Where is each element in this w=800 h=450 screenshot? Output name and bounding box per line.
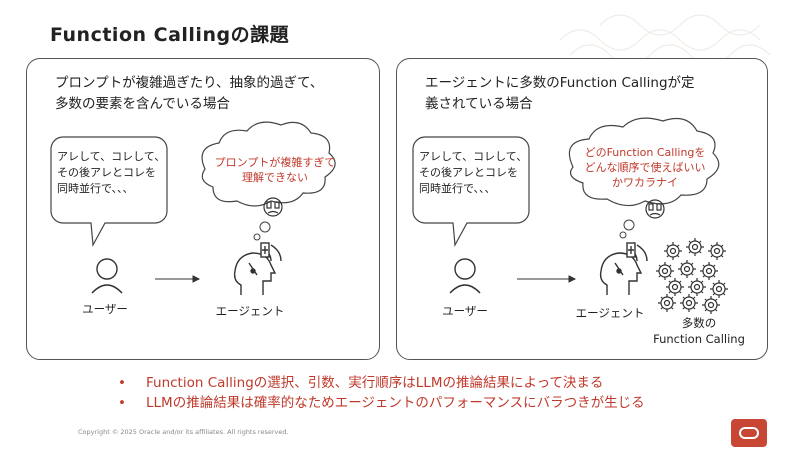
bullet-text-2: LLMの推論結果は確率的なためエージェントのパフォーマンスにバラつきが生じる — [146, 395, 645, 411]
left-heading-line2: 多数の要素を含んでいる場合 — [55, 96, 230, 112]
agent-ai-head-icon — [599, 242, 648, 295]
right-heading-line2: 義されている場合 — [425, 96, 533, 112]
function-calling-label: 多数の Function Calling — [639, 315, 759, 347]
thought-cloud — [568, 117, 720, 207]
left-heading-line1: プロンプトが複雑過ぎたり、抽象的過ぎて、 — [55, 75, 324, 91]
speech-line-1: アレして、コレして、 — [57, 150, 166, 163]
page-title: Function Callingの課題 — [50, 24, 290, 46]
bullet-text-1: Function Callingの選択、引数、実行順序はLLMの推論結果によって… — [146, 375, 604, 391]
left-thought-text: プロンプトが複雑すぎて 理解できない — [213, 155, 337, 185]
oracle-logo-icon — [731, 419, 767, 447]
speech-line-2: その後アレとコレを — [419, 166, 518, 179]
right-thought-text: どのFunction Callingを どんな順序で使えばいい かワカラナイ — [575, 145, 715, 190]
thought-cloud — [201, 121, 336, 207]
left-panel-heading: プロンプトが複雑過ぎたり、抽象的過ぎて、 多数の要素を含んでいる場合 — [55, 73, 375, 115]
left-panel-illustration: アレして、コレして、 その後アレとコレを 同時並行で、、、 プロンプトが複雑すぎ… — [50, 121, 337, 295]
thought-line-1: プロンプトが複雑すぎて — [214, 156, 336, 169]
right-panel-illustration: アレして、コレして、 その後アレとコレを 同時並行で、、、 どのFunction… — [412, 117, 728, 314]
left-agent-label: エージェント — [215, 304, 285, 318]
gears-icon — [656, 238, 728, 314]
thought-line-3: かワカラナイ — [612, 176, 678, 189]
confused-face-icon — [263, 197, 283, 217]
functions-label-line2: Function Calling — [653, 332, 745, 346]
arrow-right-icon — [517, 275, 577, 283]
agent-ai-head-icon — [233, 242, 282, 295]
left-speech-text: アレして、コレして、 その後アレとコレを 同時並行で、、、 — [57, 149, 169, 197]
user-icon — [449, 258, 481, 294]
right-speech-text: アレして、コレして、 その後アレとコレを 同時並行で、、、 — [419, 149, 531, 197]
speech-bubble — [50, 136, 168, 248]
left-scenario-panel: プロンプトが複雑過ぎたり、抽象的過ぎて、 多数の要素を含んでいる場合 アレして、… — [26, 58, 380, 360]
speech-line-3: 同時並行で、、、 — [419, 182, 496, 195]
arrow-right-icon — [155, 275, 201, 283]
thought-line-2: どんな順序で使えばいい — [584, 161, 706, 174]
bullet-item-1: • Function Callingの選択、引数、実行順序はLLMの推論結果によっ… — [118, 373, 645, 393]
right-agent-label: エージェント — [575, 306, 645, 320]
right-scenario-panel: エージェントに多数のFunction Callingが定 義されている場合 アレ… — [396, 58, 768, 360]
thought-line-1: どのFunction Callingを — [584, 146, 706, 159]
speech-line-3: 同時並行で、、、 — [57, 182, 134, 195]
bullet-marker: • — [118, 395, 126, 411]
right-heading-line1: エージェントに多数のFunction Callingが定 — [425, 75, 695, 91]
user-icon — [91, 258, 123, 294]
speech-bubble — [412, 136, 530, 248]
confused-face-icon — [645, 199, 665, 219]
functions-label-line1: 多数の — [681, 316, 717, 330]
bullet-item-2: • LLMの推論結果は確率的なためエージェントのパフォーマンスにバラつきが生じる — [118, 393, 645, 413]
summary-bullets: • Function Callingの選択、引数、実行順序はLLMの推論結果によっ… — [118, 373, 645, 413]
bullet-marker: • — [118, 375, 126, 391]
right-user-label: ユーザー — [442, 304, 488, 318]
right-panel-heading: エージェントに多数のFunction Callingが定 義されている場合 — [425, 73, 765, 115]
copyright-text: Copyright © 2025 Oracle and/or its affil… — [78, 428, 289, 436]
left-user-label: ユーザー — [82, 302, 128, 316]
thought-line-2: 理解できない — [242, 171, 308, 184]
speech-line-1: アレして、コレして、 — [419, 150, 528, 163]
speech-line-2: その後アレとコレを — [57, 166, 156, 179]
